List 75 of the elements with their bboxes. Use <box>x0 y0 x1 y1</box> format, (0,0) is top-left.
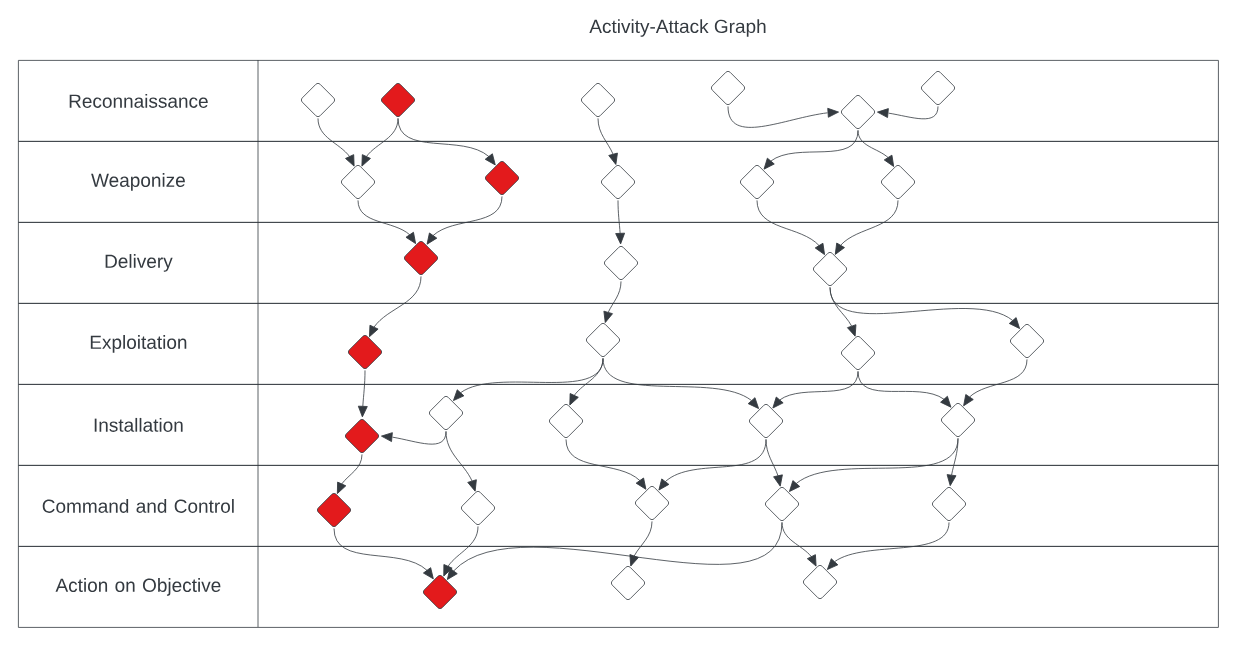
arrow <box>336 454 363 494</box>
diamond <box>841 95 875 129</box>
diamond <box>348 335 382 369</box>
arrow <box>597 118 618 165</box>
arrow <box>629 521 653 567</box>
diamond <box>749 404 783 438</box>
diamond <box>341 165 375 199</box>
diamond <box>803 565 837 599</box>
arrow <box>946 438 959 487</box>
arrow <box>445 431 477 492</box>
lane-band: Installation <box>18 384 1219 466</box>
diamond <box>635 486 669 520</box>
arrow <box>615 200 626 245</box>
arrow <box>357 370 368 418</box>
arrow <box>765 439 783 487</box>
arrow <box>829 287 1020 329</box>
diamond <box>586 323 620 357</box>
diamond <box>461 491 495 525</box>
arrow <box>426 196 503 245</box>
diamond <box>711 71 745 105</box>
diamond <box>423 575 457 609</box>
arrow <box>834 200 899 255</box>
diamond <box>881 165 915 199</box>
diamond <box>601 165 635 199</box>
diamond <box>485 161 519 195</box>
arrow <box>877 106 939 120</box>
lane-band: Reconnaissance <box>18 60 1219 142</box>
diamond <box>740 165 774 199</box>
arrow <box>772 371 859 409</box>
arrow <box>857 371 952 408</box>
title: Activity-Attack Graph <box>589 19 766 37</box>
diamond <box>765 487 799 521</box>
diamond <box>932 487 966 521</box>
arrow <box>369 276 422 338</box>
arrow <box>603 281 622 323</box>
lane-band: Action on Objective <box>18 546 1219 628</box>
arrow <box>756 200 825 255</box>
diamond <box>301 83 335 117</box>
diamond <box>604 246 638 280</box>
lane-band: Delivery <box>18 222 1219 304</box>
arrow <box>963 359 1028 407</box>
arrow <box>763 130 859 170</box>
arrow <box>317 118 355 167</box>
arrow <box>829 287 857 337</box>
arrow <box>658 439 767 491</box>
diamond <box>381 83 415 117</box>
arrow <box>357 200 416 244</box>
diamond <box>1010 324 1044 358</box>
arrow <box>565 439 647 490</box>
arrow <box>602 358 759 409</box>
arrow <box>446 522 783 580</box>
diamond <box>345 419 379 453</box>
diamond <box>317 493 351 527</box>
arrow <box>857 130 895 167</box>
diamond <box>429 396 463 430</box>
diamond <box>549 404 583 438</box>
arrow <box>569 358 604 406</box>
arrow <box>443 526 479 577</box>
arrow <box>781 522 817 567</box>
diamond <box>404 241 438 275</box>
diamond <box>611 566 645 600</box>
diamond <box>581 83 615 117</box>
arrow <box>826 522 950 570</box>
diamond <box>921 71 955 105</box>
arrow <box>397 118 496 166</box>
arrow <box>361 118 399 167</box>
diamond <box>841 336 875 370</box>
arrow <box>727 106 839 128</box>
arrow <box>333 528 434 580</box>
lane-band: Weaponize <box>18 141 1219 223</box>
lane-band: Exploitation <box>18 303 1219 385</box>
diamond <box>813 252 847 286</box>
lane-band: Command and Control <box>18 465 1219 547</box>
diamond <box>941 403 975 437</box>
arrow <box>381 431 447 445</box>
